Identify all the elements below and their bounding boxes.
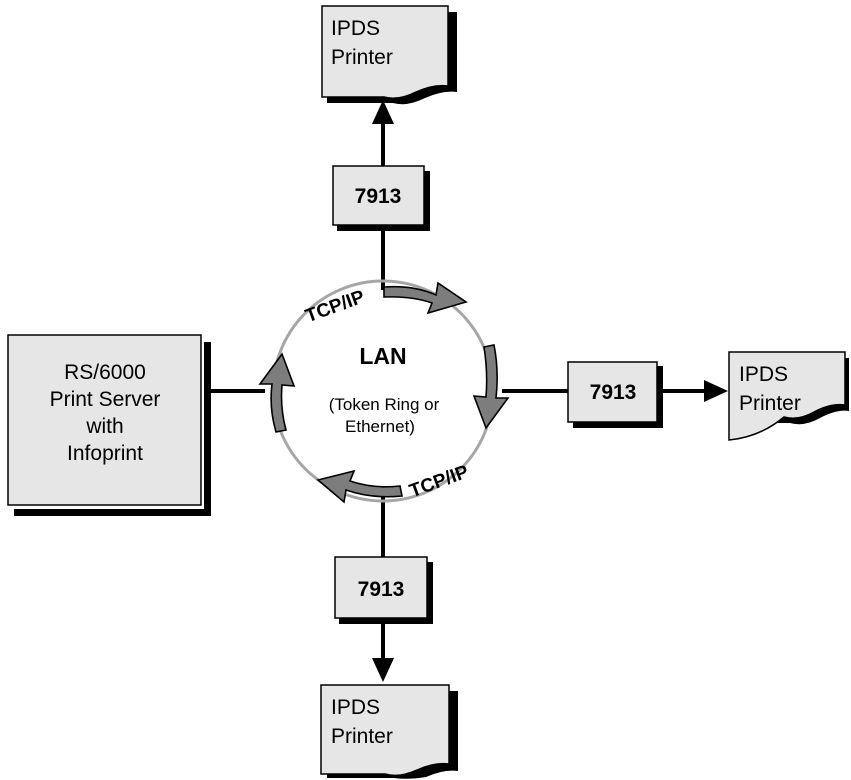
server-box: RS/6000 Print Server with Infoprint (7, 334, 211, 516)
lan-subtitle-line2: Ethernet) (345, 417, 415, 436)
server-label-line3: with (85, 415, 123, 438)
printer-bottom-body (320, 684, 450, 777)
controller-right-body (567, 361, 658, 423)
ring-arrow-bottom-left-icon (316, 469, 403, 504)
controller-right-label: 7913 (590, 381, 637, 404)
controller-bottom-label: 7913 (358, 578, 405, 601)
controller-top: 7913 (332, 165, 430, 231)
server-label-line2: Print Server (50, 388, 161, 411)
server-label-line1: RS/6000 (64, 361, 146, 384)
controller-top-body (332, 165, 425, 226)
arrow-up-icon (372, 100, 394, 124)
printer-right-line2: Printer (739, 392, 801, 415)
printer-top-line2: Printer (331, 46, 393, 69)
printer-bottom-line1: IPDS (331, 696, 380, 719)
printer-bottom: IPDS Printer (320, 684, 458, 779)
connections (204, 100, 728, 682)
arrow-down-icon (372, 658, 394, 682)
arrow-right-icon (704, 380, 728, 402)
ring-arrow-left-up-icon (258, 352, 296, 433)
printer-top-line1: IPDS (331, 17, 380, 40)
printer-right: IPDS Printer (728, 351, 849, 448)
lan-subtitle-line1: (Token Ring or (329, 395, 440, 414)
controller-bottom: 7913 (334, 556, 433, 624)
printer-top: IPDS Printer (321, 5, 457, 105)
lan-title: LAN (359, 343, 406, 369)
ring-arrow-right-down-icon (472, 344, 510, 430)
server-box-body (7, 334, 202, 506)
server-label-line4: Infoprint (67, 442, 143, 465)
ring-arrow-top-right-icon (383, 281, 468, 315)
protocol-label-bottom-right: TCP/IP (407, 461, 472, 502)
printer-bottom-line2: Printer (331, 725, 393, 748)
printer-top-body (321, 5, 449, 99)
controller-top-label: 7913 (355, 185, 402, 208)
lan-ring: LAN (Token Ring or Ethernet) TCP/IP TCP/… (258, 279, 510, 504)
controller-right: 7913 (567, 361, 663, 428)
printer-right-line1: IPDS (739, 363, 788, 386)
printer-right-body (728, 351, 846, 441)
controller-bottom-body (334, 556, 428, 619)
